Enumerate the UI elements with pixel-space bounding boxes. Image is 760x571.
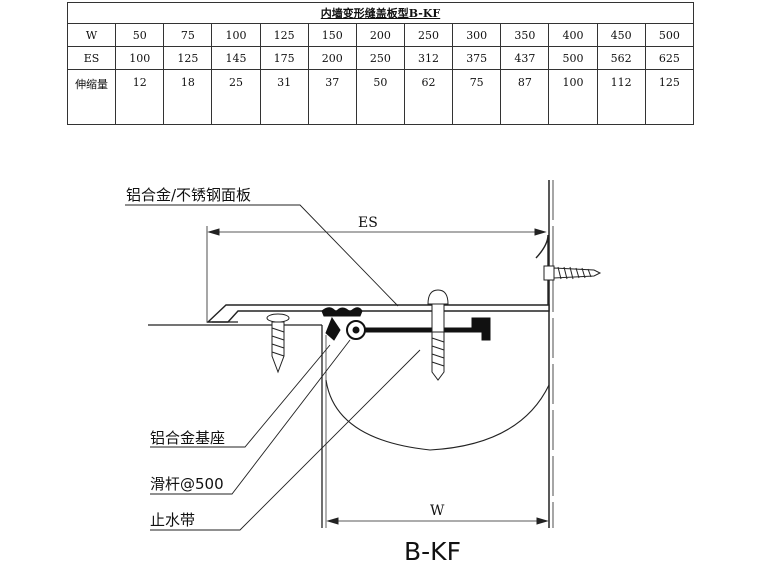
dimension-es-label: ES xyxy=(358,215,378,231)
floor-slab xyxy=(148,324,327,528)
model-title: B-KF xyxy=(404,537,461,566)
table-row: ES 100 125 145 175 200 250 312 375 437 5… xyxy=(66,46,695,70)
table-cell: 312 xyxy=(403,46,454,70)
table-cell: 375 xyxy=(452,46,502,70)
table-cell: 125 xyxy=(259,23,309,47)
label-cover-panel: 铝合金/不锈钢面板 xyxy=(126,186,251,204)
table-cell: 75 xyxy=(452,69,502,125)
wall xyxy=(548,180,554,528)
table-cell: 437 xyxy=(500,46,550,70)
table-cell: 145 xyxy=(211,46,261,70)
spec-table: 内墙变形缝盖板型B-KF W 50 75 100 125 150 200 250… xyxy=(66,2,695,125)
table-cell: 62 xyxy=(403,69,454,125)
table-cell: 500 xyxy=(644,23,695,47)
dimension-w-label: W xyxy=(430,503,445,519)
table-cell: 125 xyxy=(163,46,213,70)
table-cell: 125 xyxy=(644,69,695,125)
slide-bolt xyxy=(427,289,449,381)
label-aluminium-base: 铝合金基座 xyxy=(150,429,225,447)
water-stop-belt xyxy=(325,379,550,451)
leader-lines xyxy=(125,204,421,531)
table-cell: 31 xyxy=(259,69,309,125)
cover-panel xyxy=(206,234,550,323)
label-slide-rod: 滑杆@500 xyxy=(150,475,224,493)
table-cell: 12 xyxy=(115,69,165,125)
table-cell: 18 xyxy=(163,69,213,125)
row-header: 伸缩量 xyxy=(66,69,117,125)
table-cell: 350 xyxy=(500,23,550,47)
dimension-es xyxy=(206,226,547,322)
wall-screw xyxy=(543,265,602,281)
dimension-w xyxy=(326,517,549,525)
table-cell: 87 xyxy=(500,69,550,125)
table-cell: 150 xyxy=(307,23,357,47)
table-cell: 250 xyxy=(355,46,405,70)
table-row: W 50 75 100 125 150 200 250 300 350 400 … xyxy=(66,23,695,47)
table-row: 伸缩量 12 18 25 31 37 50 62 75 87 100 112 1… xyxy=(66,69,695,125)
slab-screw xyxy=(266,313,290,374)
aluminium-base xyxy=(321,307,491,341)
label-water-stop: 止水带 xyxy=(150,511,195,529)
table-cell: 200 xyxy=(355,23,405,47)
